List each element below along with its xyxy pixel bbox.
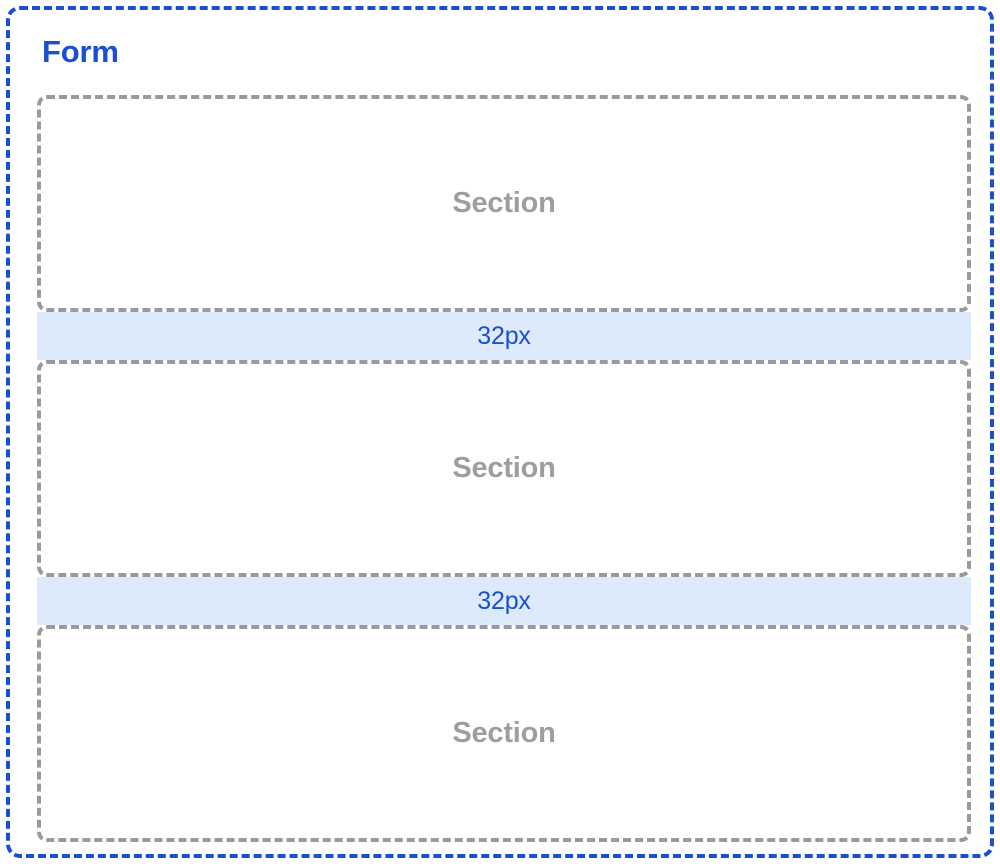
form-container: Form Section 32px Section 32px Section — [6, 6, 994, 858]
spacing-value-label: 32px — [477, 586, 531, 615]
form-section-stack: Section 32px Section 32px Section — [37, 95, 971, 842]
form-title: Form — [42, 34, 119, 69]
section-label: Section — [452, 717, 556, 749]
spacing-indicator: 32px — [37, 577, 971, 625]
section-label: Section — [452, 187, 556, 219]
section-label: Section — [452, 452, 556, 484]
section-box: Section — [37, 625, 971, 842]
spacing-indicator: 32px — [37, 312, 971, 360]
section-box: Section — [37, 360, 971, 577]
section-box: Section — [37, 95, 971, 312]
spacing-value-label: 32px — [477, 321, 531, 350]
